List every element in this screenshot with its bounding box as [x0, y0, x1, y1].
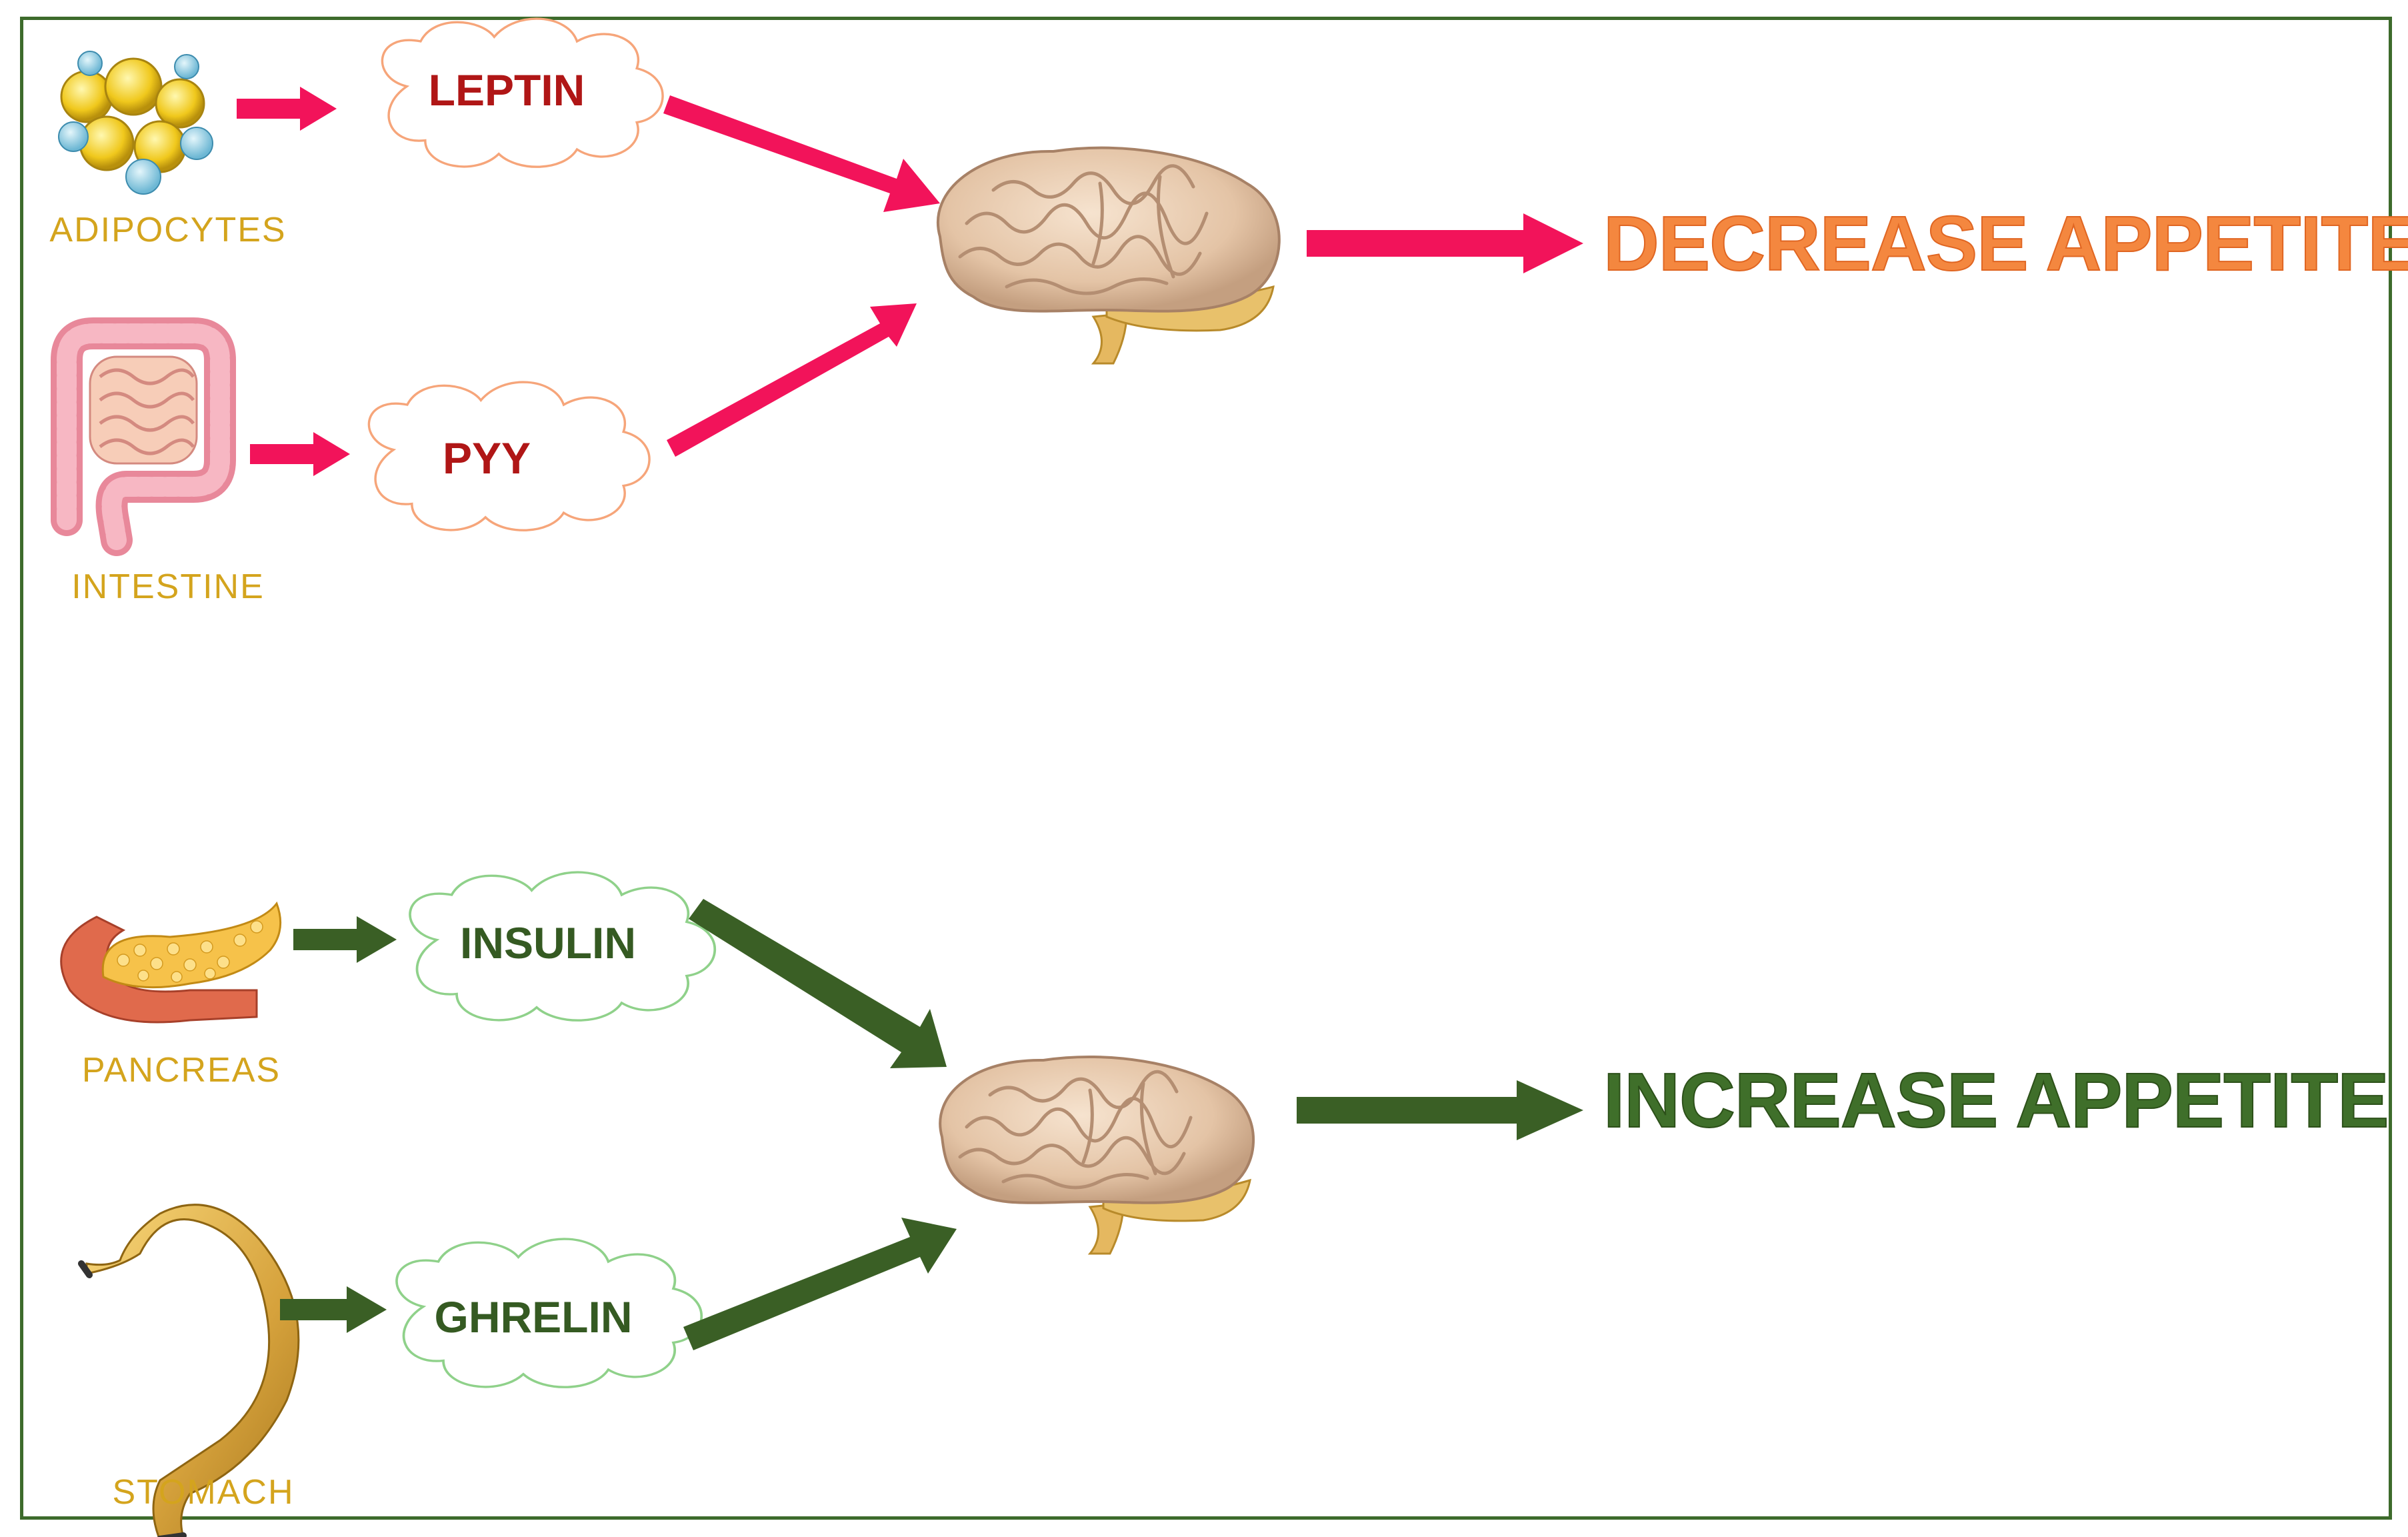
intestine-to-pyy-arrow: [250, 432, 350, 476]
diagram-frame: [20, 17, 2392, 1520]
pancreas-icon: [60, 901, 282, 1024]
stomach-to-ghrelin-arrow: [280, 1286, 387, 1333]
increase-outcome-arrow: [1297, 1080, 1583, 1140]
leptin-label: LEPTIN: [429, 65, 585, 115]
leptin-to-brain-arrow: [663, 95, 940, 212]
decrease-appetite-label: DECREASE APPETITE: [1603, 200, 2408, 287]
intestine-label: INTESTINE: [71, 567, 265, 606]
brain-icon: [936, 146, 1281, 365]
insulin-to-brain-arrow: [689, 899, 947, 1068]
intestine-icon: [51, 317, 236, 556]
ghrelin-to-brain-arrow: [683, 1218, 957, 1350]
increase-appetite-label: INCREASE APPETITE: [1603, 1057, 2389, 1144]
brain-icon: [939, 1055, 1255, 1255]
pancreas-to-insulin-arrow: [293, 916, 397, 963]
ghrelin-label: GHRELIN: [435, 1292, 633, 1342]
decrease-outcome-arrow: [1307, 213, 1583, 273]
stomach-label: STOMACH: [112, 1473, 294, 1512]
insulin-label: INSULIN: [460, 918, 636, 968]
adipocytes-icon: [58, 51, 213, 195]
adipocytes-label: ADIPOCYTES: [49, 211, 286, 249]
adipocytes-to-leptin-arrow: [237, 87, 337, 131]
pancreas-label: PANCREAS: [82, 1051, 281, 1090]
pyy-to-brain-arrow: [667, 303, 917, 457]
pyy-label: PYY: [443, 433, 531, 483]
